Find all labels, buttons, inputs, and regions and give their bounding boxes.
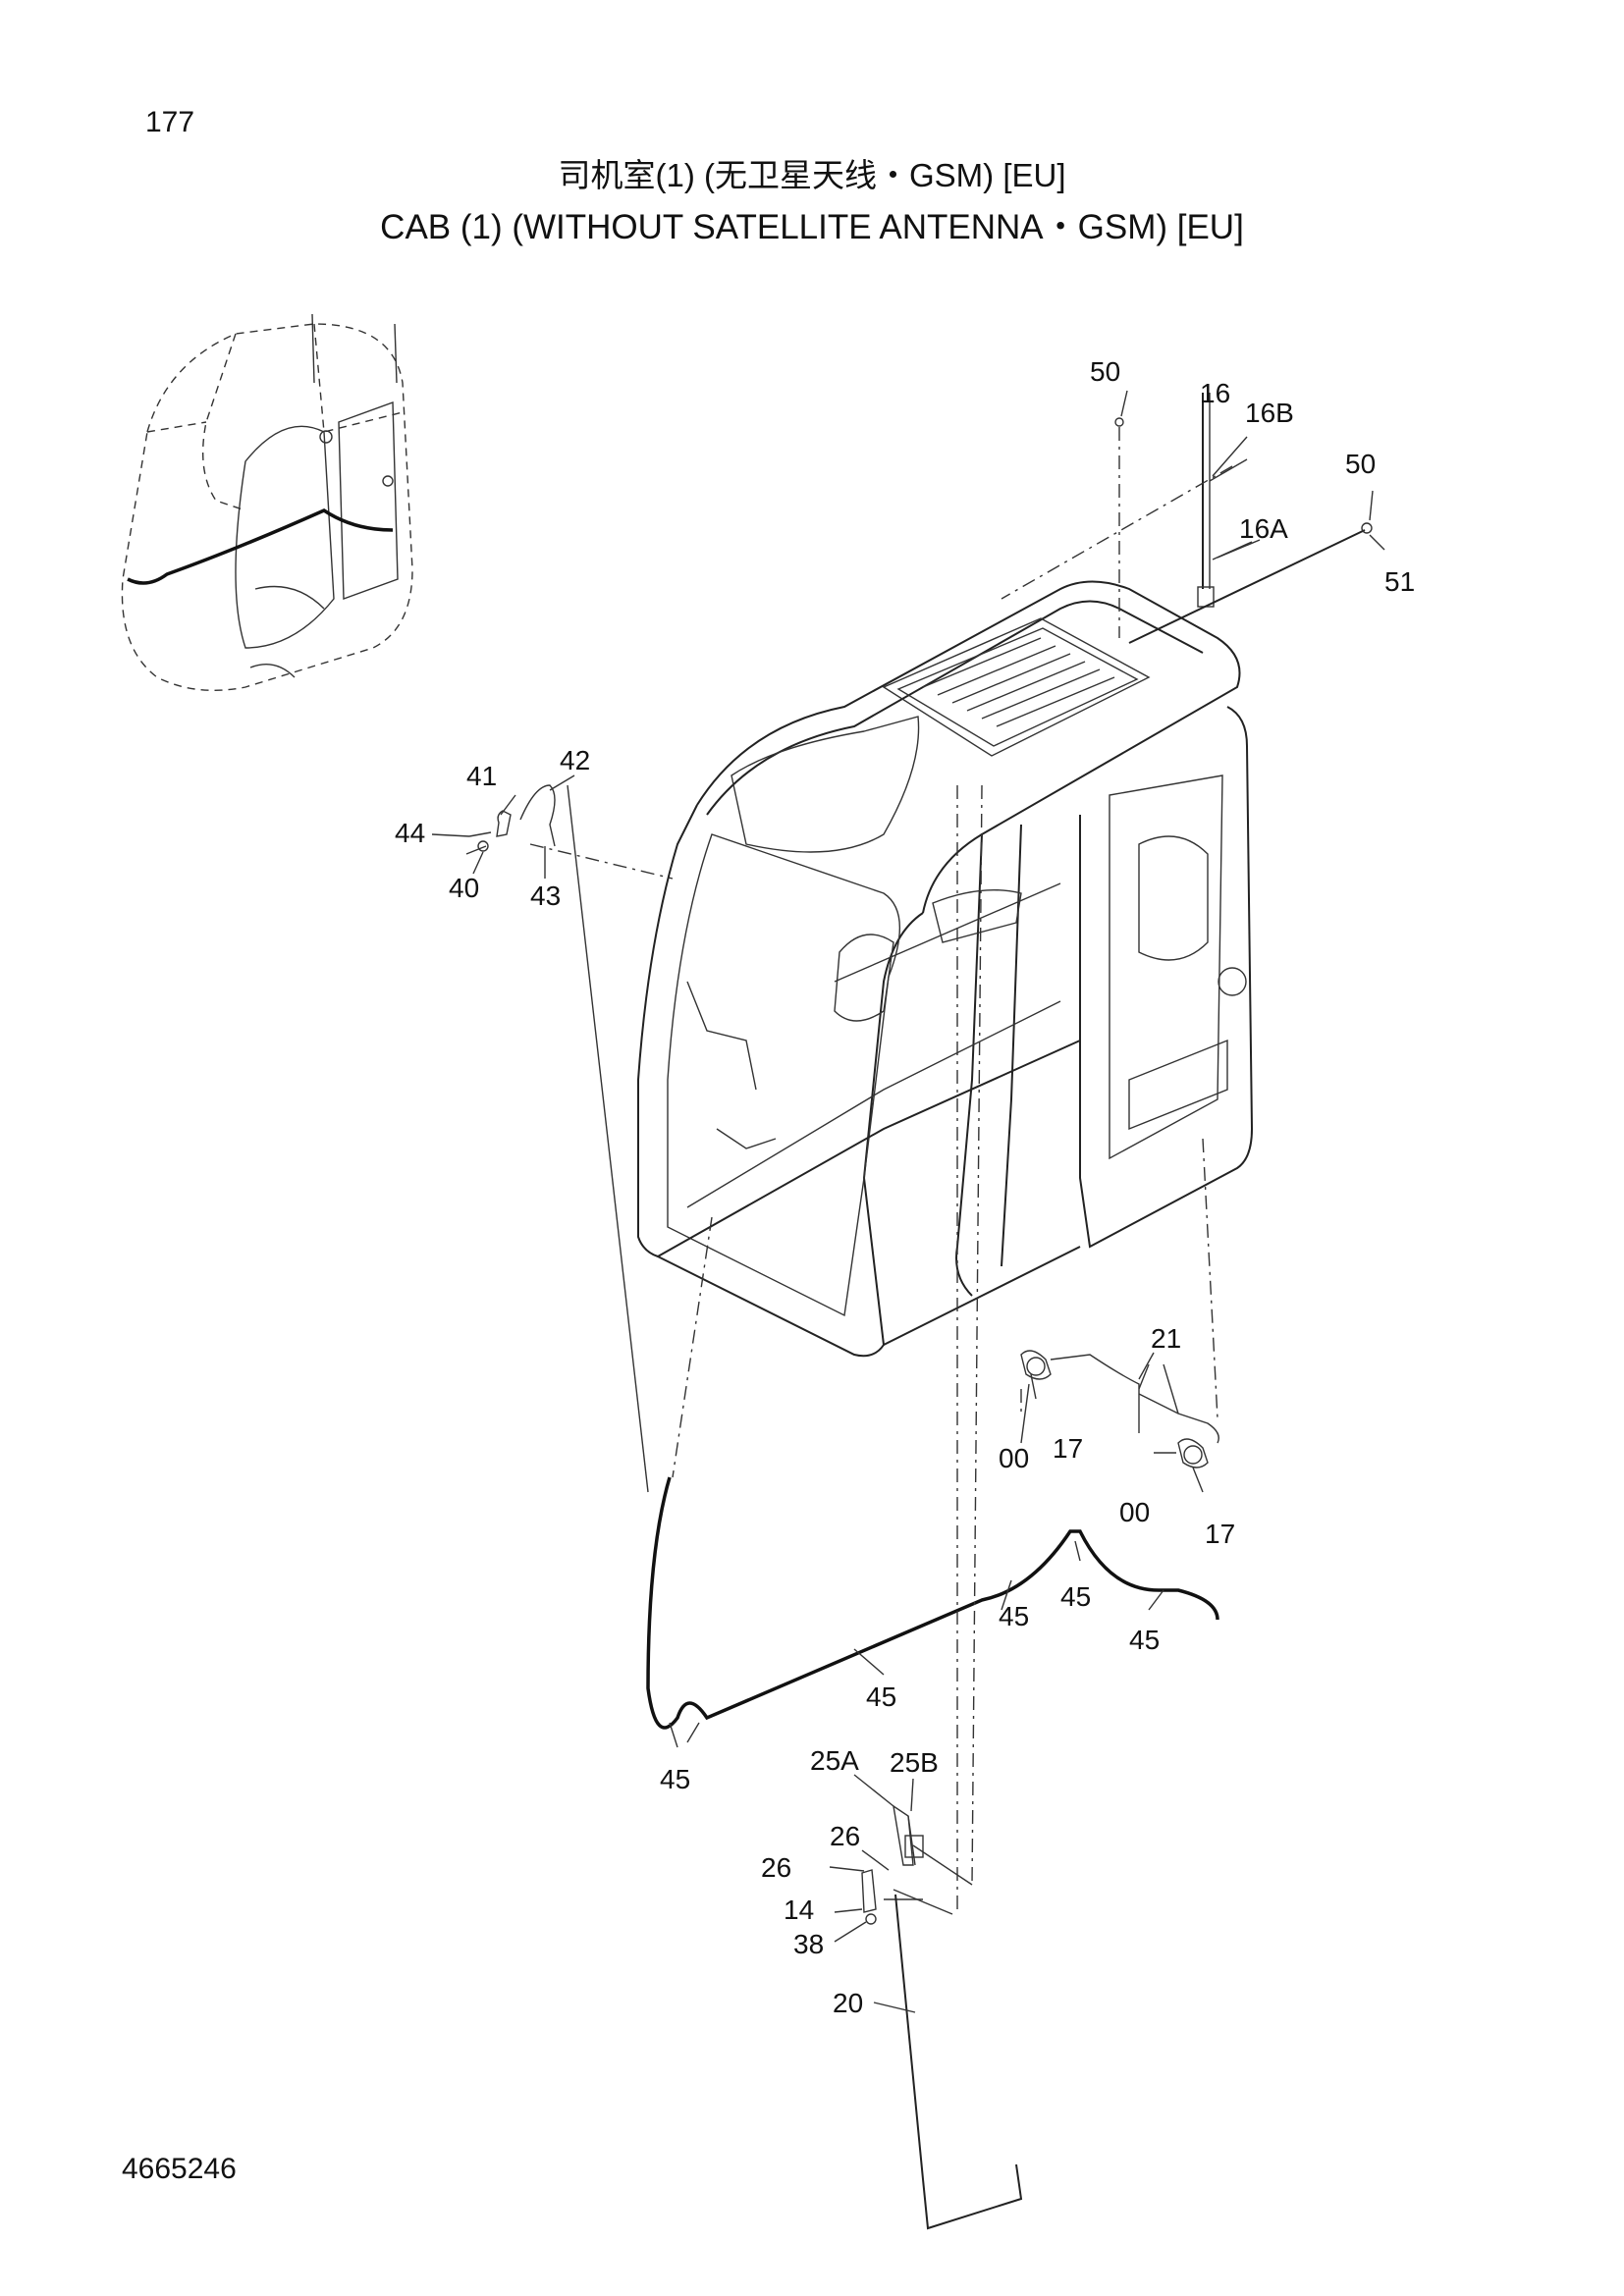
leader-lines (431, 390, 1385, 2013)
callout-label: 14 (784, 1895, 814, 1925)
callout-label: 38 (793, 1929, 824, 1959)
callout-label: 45 (1129, 1625, 1160, 1655)
callout-label: 45 (999, 1601, 1029, 1631)
callout-label: 40 (449, 873, 479, 903)
callout-label: 25B (890, 1747, 939, 1778)
antenna-assembly (1001, 393, 1373, 644)
callout-label: 51 (1384, 566, 1415, 597)
callout-label: 42 (560, 745, 590, 775)
switch-group (861, 784, 1023, 2230)
speaker-group (1020, 1138, 1219, 1468)
bracket-group-40-44 (465, 784, 674, 1493)
callout-label: 45 (1060, 1581, 1091, 1612)
page-title-english: CAB (1) (WITHOUT SATELLITE ANTENNA・GSM) … (380, 208, 1244, 246)
callout-label: 21 (1151, 1323, 1181, 1354)
callout-label: 17 (1205, 1519, 1235, 1549)
callout-label: 17 (1053, 1433, 1083, 1464)
callout-label: 45 (660, 1764, 690, 1794)
callout-label: 16 (1200, 378, 1230, 408)
callout-label: 25A (810, 1745, 859, 1776)
harness-45 (646, 1216, 1219, 1730)
document-number: 4665246 (122, 2153, 237, 2185)
callout-label: 00 (999, 1443, 1029, 1473)
callout-label: 44 (395, 818, 425, 848)
callout-label: 00 (1119, 1497, 1150, 1527)
callout-label: 26 (761, 1852, 791, 1883)
callout-label: 26 (830, 1821, 860, 1851)
page-title-chinese: 司机室(1) (无卫星天线・GSM) [EU] (558, 157, 1066, 193)
overview-cab-thumbnail (121, 313, 413, 691)
callout-label: 20 (833, 1988, 863, 2018)
callout-label: 50 (1345, 449, 1376, 479)
callout-label: 41 (466, 761, 497, 791)
callout-labels: 50 16 16B 50 16A 51 42 41 44 40 43 21 17… (395, 356, 1415, 2018)
callout-label: 16A (1239, 513, 1288, 544)
callout-label: 43 (530, 881, 561, 911)
cab-main-assembly (637, 580, 1254, 1358)
page-number: 177 (145, 106, 195, 138)
callout-label: 16B (1245, 398, 1294, 428)
callout-label: 50 (1090, 356, 1120, 387)
callout-label: 45 (866, 1682, 896, 1712)
